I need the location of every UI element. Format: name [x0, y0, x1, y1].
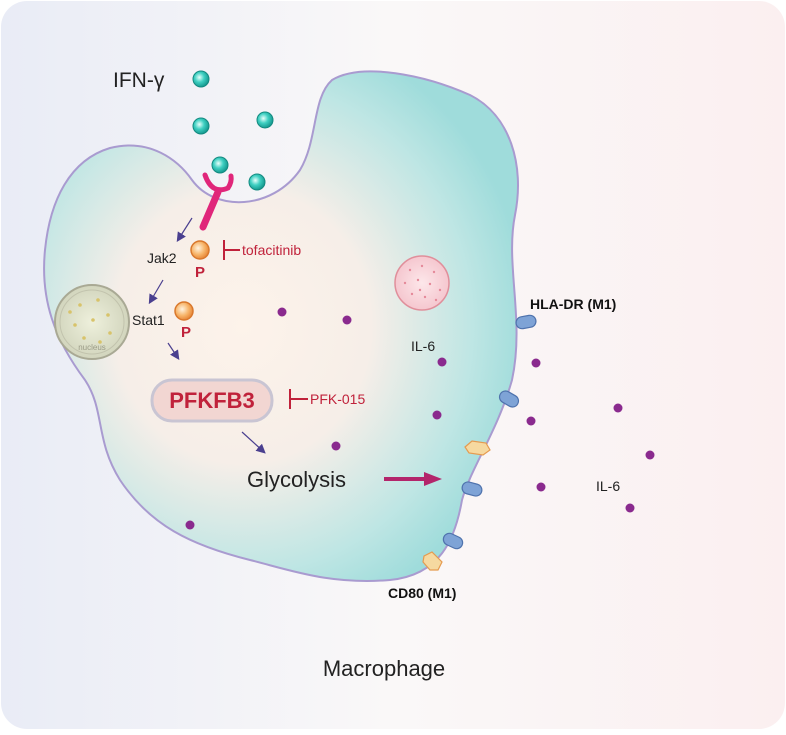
- cd80-marker: [464, 440, 491, 456]
- arrow-pfkfb3-to-glycolysis: [241, 431, 266, 454]
- il6-molecule: [437, 357, 447, 367]
- hla-dr-markers: [442, 314, 537, 550]
- il6-molecule: [432, 410, 442, 420]
- ifn-gamma-molecules: [192, 70, 274, 191]
- stat1-phospho-label: P: [181, 324, 191, 341]
- pfkfb3-label: PFKFB3: [169, 388, 255, 413]
- hla-dr-marker: [461, 481, 483, 497]
- il6-molecule: [536, 482, 546, 492]
- ifn-gamma-receptor: [199, 172, 234, 231]
- glycolysis-label: Glycolysis: [247, 467, 346, 492]
- nucleus-label: nucleus: [78, 343, 106, 352]
- il6-molecules: [185, 307, 655, 530]
- jak2-label: Jak2: [147, 250, 177, 266]
- pfk015-inhibition: [289, 389, 308, 409]
- tofacitinib-label: tofacitinib: [242, 242, 301, 258]
- stat1-phospho-group: [174, 301, 194, 321]
- arrow-stat1-to-pfkfb3: [167, 342, 180, 360]
- jak2-phospho-group: [190, 240, 210, 260]
- il6-outer-label: IL-6: [596, 478, 620, 494]
- ifn-gamma-molecule: [256, 111, 274, 129]
- macrophage-label: Macrophage: [323, 656, 445, 681]
- hla-dr-marker: [498, 390, 520, 408]
- cd80-marker: [422, 551, 443, 571]
- il6-inner-label: IL-6: [411, 338, 435, 354]
- hla-dr-marker: [515, 314, 537, 330]
- hla-dr-marker: [442, 532, 464, 550]
- il6-molecule: [531, 358, 541, 368]
- il6-molecule: [331, 441, 341, 451]
- vesicle: [394, 255, 450, 311]
- arrow-jak2-to-stat1: [148, 279, 164, 305]
- arrow-receptor-to-jak2: [176, 217, 193, 243]
- tofacitinib-inhibition: [223, 240, 240, 260]
- il6-molecule: [185, 520, 195, 530]
- cd80-label: CD80 (M1): [388, 585, 456, 601]
- jak2-phospho-label: P: [195, 264, 205, 281]
- il6-molecule: [645, 450, 655, 460]
- ifn-gamma-molecule: [192, 70, 210, 88]
- il6-molecule: [342, 315, 352, 325]
- ifn-gamma-molecule: [211, 156, 229, 174]
- cd80-markers: [422, 440, 491, 571]
- nucleus: nucleus: [54, 284, 130, 360]
- pfk015-label: PFK-015: [310, 391, 365, 407]
- hla-dr-label: HLA-DR (M1): [530, 296, 616, 312]
- il6-molecule: [277, 307, 287, 317]
- il6-molecule: [526, 416, 536, 426]
- il6-molecule: [613, 403, 623, 413]
- stat1-label: Stat1: [132, 312, 165, 328]
- ifn-gamma-label: IFN-γ: [113, 69, 165, 92]
- il6-molecule: [625, 503, 635, 513]
- ifn-gamma-molecule: [248, 173, 266, 191]
- glycolysis-output-arrow: [384, 472, 442, 486]
- ifn-gamma-molecule: [192, 117, 210, 135]
- pfkfb3-box: [150, 378, 274, 423]
